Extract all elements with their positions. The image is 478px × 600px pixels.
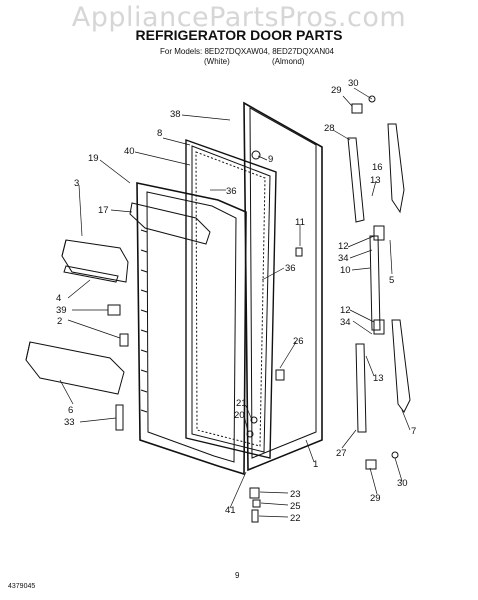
callout: 27 bbox=[336, 448, 347, 459]
clip-2 bbox=[119, 333, 129, 347]
callout: 3 bbox=[74, 178, 79, 189]
screw-9 bbox=[251, 150, 261, 160]
bin-rail bbox=[63, 265, 119, 283]
bracket-39 bbox=[107, 304, 121, 316]
callout: 9 bbox=[268, 154, 273, 165]
callout: 20 bbox=[234, 410, 245, 421]
handle-27 bbox=[355, 343, 367, 433]
callout: 1 bbox=[313, 459, 318, 470]
part-21 bbox=[250, 416, 258, 424]
callout: 29 bbox=[331, 85, 342, 96]
callout: 38 bbox=[170, 109, 181, 120]
leader-lines bbox=[59, 87, 411, 518]
callout: 36 bbox=[285, 263, 296, 274]
callout: 7 bbox=[411, 426, 416, 437]
callout: 26 bbox=[293, 336, 304, 347]
watermark: AppliancePartsPros.com bbox=[71, 2, 407, 33]
callout: 5 bbox=[389, 275, 394, 286]
inner-door-liner-inner bbox=[146, 191, 237, 463]
callout: 13 bbox=[373, 373, 384, 384]
part-23 bbox=[249, 487, 260, 499]
trim-28 bbox=[347, 137, 365, 223]
callout: 8 bbox=[157, 128, 162, 139]
door-outer-shell bbox=[243, 101, 323, 472]
door-gasket bbox=[185, 139, 277, 459]
callout: 33 bbox=[64, 417, 75, 428]
clip-33 bbox=[115, 404, 124, 431]
handle-7 bbox=[391, 319, 411, 413]
door-outer-shell-inner bbox=[249, 107, 317, 459]
bracket-12-top bbox=[373, 225, 385, 241]
part-11 bbox=[295, 247, 303, 257]
bracket-12-bottom bbox=[373, 319, 385, 335]
callout: 23 bbox=[290, 489, 301, 500]
door-gasket-inner bbox=[191, 145, 271, 453]
callout: 16 bbox=[372, 162, 383, 173]
callout: 41 bbox=[225, 505, 236, 516]
callout: 21 bbox=[236, 398, 247, 409]
callout: 39 bbox=[56, 305, 67, 316]
part-25 bbox=[252, 499, 261, 508]
liner-ridges bbox=[140, 229, 148, 413]
clip-29-bottom bbox=[365, 459, 377, 470]
clip-29-top bbox=[351, 103, 363, 114]
screw-30-top bbox=[368, 95, 376, 103]
variant-almond: (Almond) bbox=[272, 57, 305, 66]
callout: 11 bbox=[295, 217, 305, 228]
callout: 30 bbox=[348, 78, 359, 89]
callout: 22 bbox=[290, 513, 301, 524]
callout: 13 bbox=[370, 175, 381, 186]
callout: 6 bbox=[68, 405, 73, 416]
footer-code: 4379045 bbox=[8, 583, 36, 590]
page-number: 9 bbox=[235, 571, 240, 580]
callout: 29 bbox=[370, 493, 381, 504]
callout: 2 bbox=[57, 316, 62, 327]
callout: 25 bbox=[290, 501, 301, 512]
callout: 34 bbox=[340, 317, 351, 328]
callout: 10 bbox=[340, 265, 351, 276]
dairy-door bbox=[129, 202, 211, 245]
callout: 19 bbox=[88, 153, 99, 164]
insulation-panel bbox=[195, 151, 266, 447]
inner-door-liner bbox=[136, 182, 247, 476]
callout: 30 bbox=[397, 478, 408, 489]
part-22 bbox=[251, 509, 259, 523]
callout: 17 bbox=[98, 205, 109, 216]
door-bin bbox=[25, 341, 125, 395]
part-20 bbox=[246, 430, 254, 438]
callout: 34 bbox=[338, 253, 349, 264]
handle-16 bbox=[387, 123, 405, 214]
callout: 12 bbox=[338, 241, 349, 252]
callout: 40 bbox=[124, 146, 135, 157]
part-26 bbox=[275, 369, 285, 381]
screw-30-bottom bbox=[391, 451, 399, 459]
variant-white: (White) bbox=[204, 57, 230, 66]
callout: 28 bbox=[324, 123, 335, 134]
handle-10 bbox=[369, 235, 381, 331]
models-line: For Models: 8ED27DQXAW04, 8ED27DQXAN04 bbox=[160, 47, 334, 56]
callout: 12 bbox=[340, 305, 351, 316]
callout-labels: 30 29 28 38 8 9 40 19 3 36 16 13 17 11 1… bbox=[56, 78, 416, 524]
callout: 36 bbox=[226, 186, 237, 197]
callout: 4 bbox=[56, 293, 61, 304]
page-title: REFRIGERATOR DOOR PARTS bbox=[135, 27, 343, 43]
